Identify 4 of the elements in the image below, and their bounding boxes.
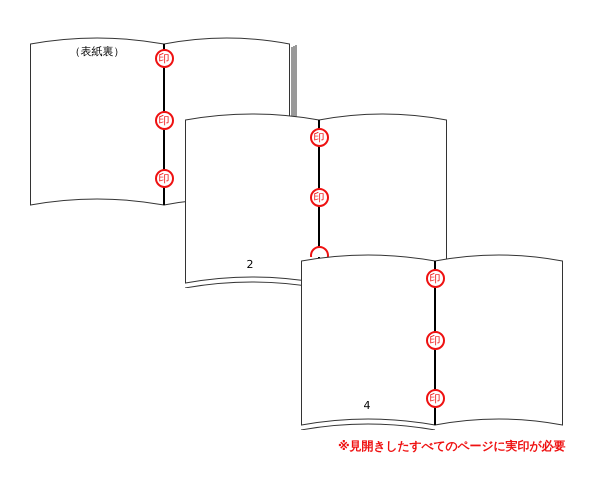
note-text: ※見開きしたすべてのページに実印が必要	[338, 438, 566, 455]
page-label: 2	[246, 259, 254, 270]
page-label: 4	[364, 400, 370, 411]
page-label: （表紙裏）	[70, 46, 124, 57]
